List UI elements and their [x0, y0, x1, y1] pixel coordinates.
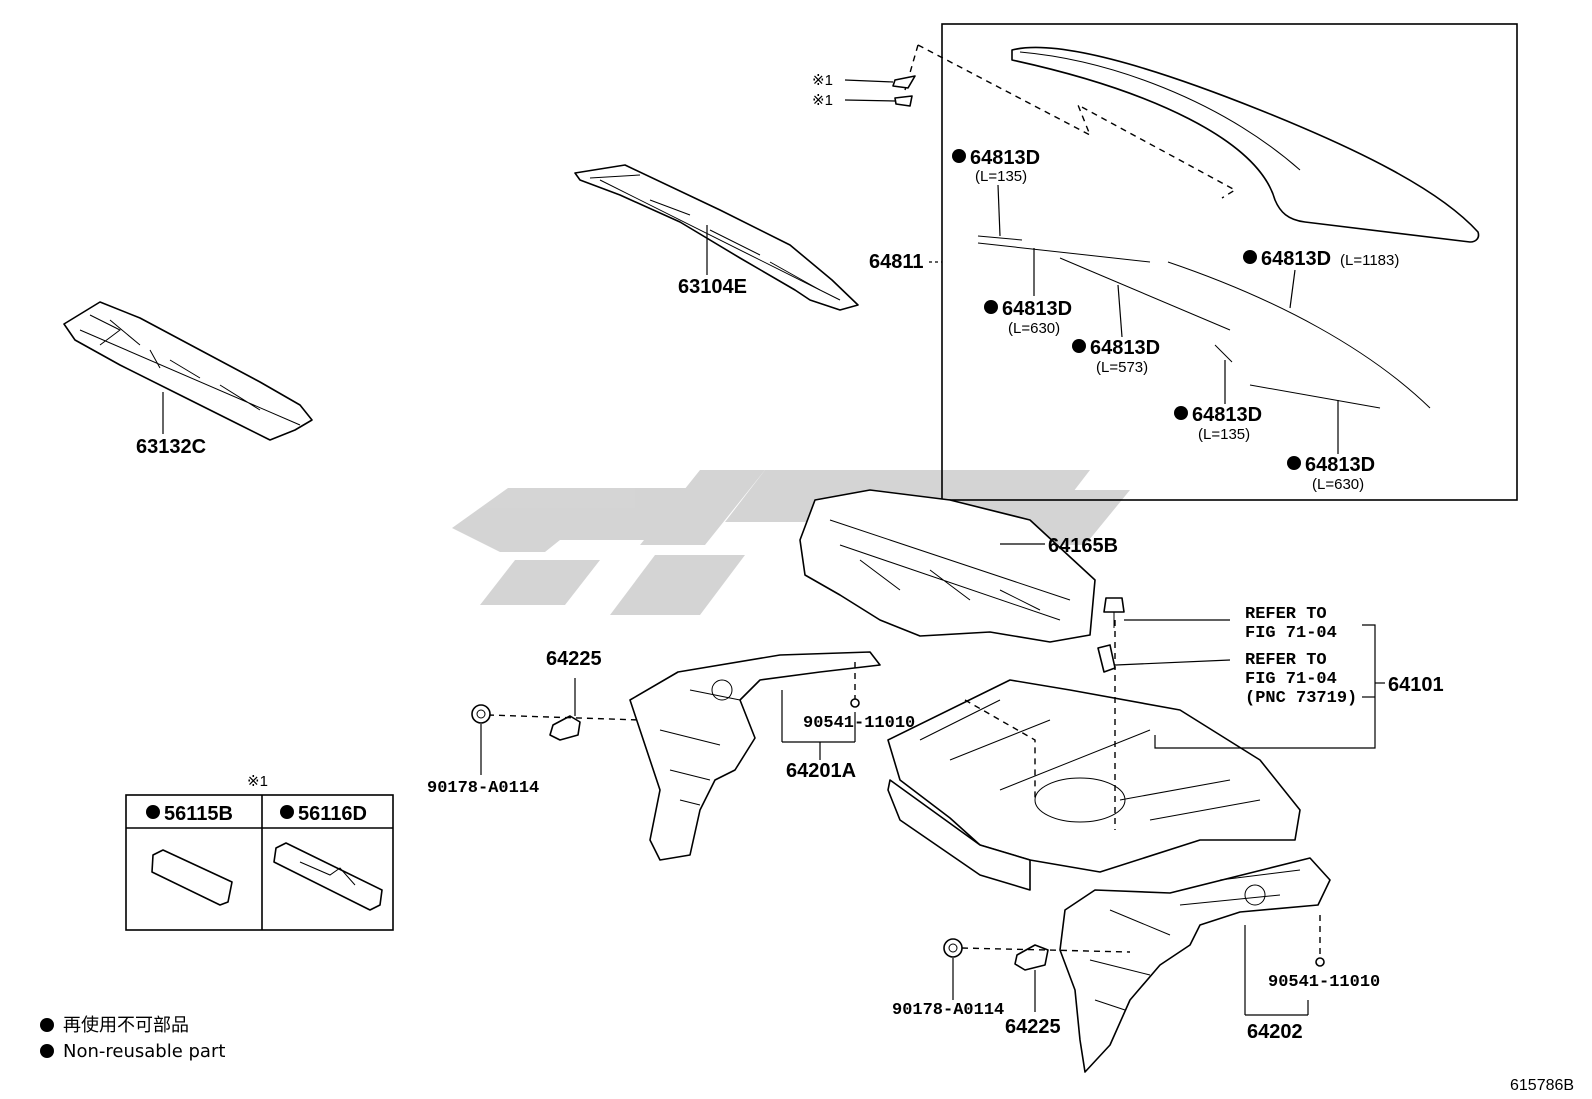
- non-reusable-dot: [1174, 406, 1188, 420]
- label-90541-b: 90541-11010: [1268, 973, 1380, 992]
- floor-rear-wall: [887, 779, 1031, 891]
- bracket-64225-right: [1014, 944, 1049, 971]
- length-64813d-c: (L=630): [1008, 320, 1060, 337]
- length-64813d-e: (L=135): [1198, 426, 1250, 443]
- part-56115b: [151, 849, 233, 906]
- label-90178-a: 90178-A0114: [427, 779, 539, 798]
- non-reusable-dot: [952, 149, 966, 163]
- clip-icon: [850, 698, 860, 708]
- label-64813d-e: 64813D: [1192, 404, 1262, 426]
- clip-dashed-outline: [917, 44, 1237, 199]
- refer-2-line3: (PNC 73719): [1245, 689, 1357, 708]
- label-63104e: 63104E: [678, 276, 747, 298]
- bracket-part: [1097, 644, 1116, 673]
- legend-line-1: 再使用不可部品: [63, 1015, 189, 1036]
- refer-2-line1: REFER TO: [1245, 651, 1327, 670]
- label-64813d-c: 64813D: [1002, 298, 1072, 320]
- label-90541-a: 90541-11010: [803, 714, 915, 733]
- length-64813d-f: (L=630): [1312, 476, 1364, 493]
- molding-strip-6: [1249, 384, 1381, 409]
- non-reusable-dot: [984, 300, 998, 314]
- label-64101: 64101: [1388, 674, 1444, 696]
- legend-line-2: Non-reusable part: [63, 1041, 225, 1062]
- floor-panel-64101: [887, 679, 1301, 873]
- length-64813d-a: (L=135): [975, 168, 1027, 185]
- refer-1-line1: REFER TO: [1245, 605, 1327, 624]
- note-mark-2: ※1: [812, 92, 833, 109]
- inset-col2-label: 56116D: [298, 803, 367, 825]
- label-64201a: 64201A: [786, 760, 856, 782]
- molding-strip-1: [977, 235, 1023, 241]
- nut-icon: [943, 938, 963, 958]
- figure-id: 615786B: [1510, 1077, 1574, 1094]
- molding-strip-2: [977, 242, 1151, 263]
- legend-dot-1: [40, 1018, 54, 1032]
- label-64225-a: 64225: [546, 648, 602, 670]
- label-64813d-f: 64813D: [1305, 454, 1375, 476]
- legend-dot-2: [40, 1044, 54, 1058]
- inset-note-mark: ※1: [247, 773, 268, 790]
- label-64813d-d: 64813D: [1090, 337, 1160, 359]
- molding-strip-4: [1167, 261, 1431, 409]
- clip-part-1: [892, 75, 916, 89]
- label-64811: 64811: [869, 251, 924, 273]
- non-reusable-dot: [1072, 339, 1086, 353]
- bracket-64225-left: [549, 715, 581, 741]
- clip-part-2: [894, 95, 913, 107]
- length-64813d-d: (L=573): [1096, 359, 1148, 376]
- bolt-icon: [1103, 597, 1125, 613]
- label-64225-b: 64225: [1005, 1016, 1061, 1038]
- note-mark-1: ※1: [812, 72, 833, 89]
- label-64202: 64202: [1247, 1021, 1303, 1043]
- inset-table: [125, 794, 394, 931]
- non-reusable-dot: [280, 805, 294, 819]
- refer-2-line2: FIG 71-04: [1245, 670, 1337, 689]
- non-reusable-dot: [146, 805, 160, 819]
- label-64813d-b: 64813D: [1261, 248, 1331, 270]
- molding-strip-5: [1214, 344, 1233, 363]
- rear-window-glass: [1011, 46, 1480, 243]
- length-64813d-b: (L=1183): [1340, 252, 1399, 269]
- inset-col1-label: 56115B: [164, 803, 233, 825]
- panel-64165b: [799, 489, 1096, 643]
- label-90178-b: 90178-A0114: [892, 1001, 1004, 1020]
- nut-icon: [471, 704, 491, 724]
- refer-1-line2: FIG 71-04: [1245, 624, 1337, 643]
- side-member-64202: [1059, 857, 1331, 1073]
- part-56116d: [273, 842, 383, 911]
- molding-strip-3: [1059, 257, 1231, 331]
- non-reusable-dot: [1287, 456, 1301, 470]
- non-reusable-dot: [1243, 250, 1257, 264]
- side-member-64201a: [629, 651, 881, 861]
- label-64813d-a: 64813D: [970, 147, 1040, 169]
- clip-icon: [1315, 957, 1325, 967]
- label-63132c: 63132C: [136, 436, 206, 458]
- label-64165b: 64165B: [1048, 535, 1118, 557]
